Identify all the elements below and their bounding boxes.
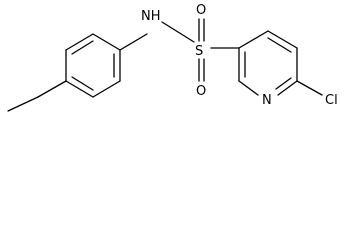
benzene-ring [65, 33, 121, 98]
atom-label-o-bottom: O [196, 84, 206, 99]
atom-label-o-top: O [196, 3, 206, 18]
bond-c-cl [296, 80, 323, 96]
atom-label-s: S [195, 44, 203, 59]
double-bond-benzene-a [71, 40, 94, 55]
double-bond-pyridine-b [275, 77, 292, 90]
bond-ring-nh [119, 33, 148, 51]
pyridine-ring [238, 30, 298, 96]
atom-label-nh: NH [141, 9, 161, 24]
bond-ethyl-ch2 [37, 80, 67, 98]
bond-pyridine-4 [277, 80, 298, 96]
bond-benzene-3 [92, 33, 121, 51]
ethyl-group [7, 80, 67, 112]
bond-nh-s [161, 21, 195, 43]
chemical-structure: NH S O O N Cl [7, 3, 338, 112]
bond-benzene-6 [65, 80, 94, 98]
bond-pyridine-2 [267, 30, 298, 49]
bond-pyridine-1 [238, 30, 269, 49]
double-bond-benzene-c [71, 76, 94, 91]
bond-benzene-5 [92, 80, 121, 98]
bond-benzene-2 [65, 33, 94, 51]
atom-label-cl: Cl [325, 93, 338, 108]
double-bond-pyridine-a [267, 37, 292, 53]
bond-pyridine-5 [238, 80, 259, 96]
atom-label-n-ring: N [262, 93, 272, 108]
bond-ethyl-ch3 [7, 96, 39, 112]
